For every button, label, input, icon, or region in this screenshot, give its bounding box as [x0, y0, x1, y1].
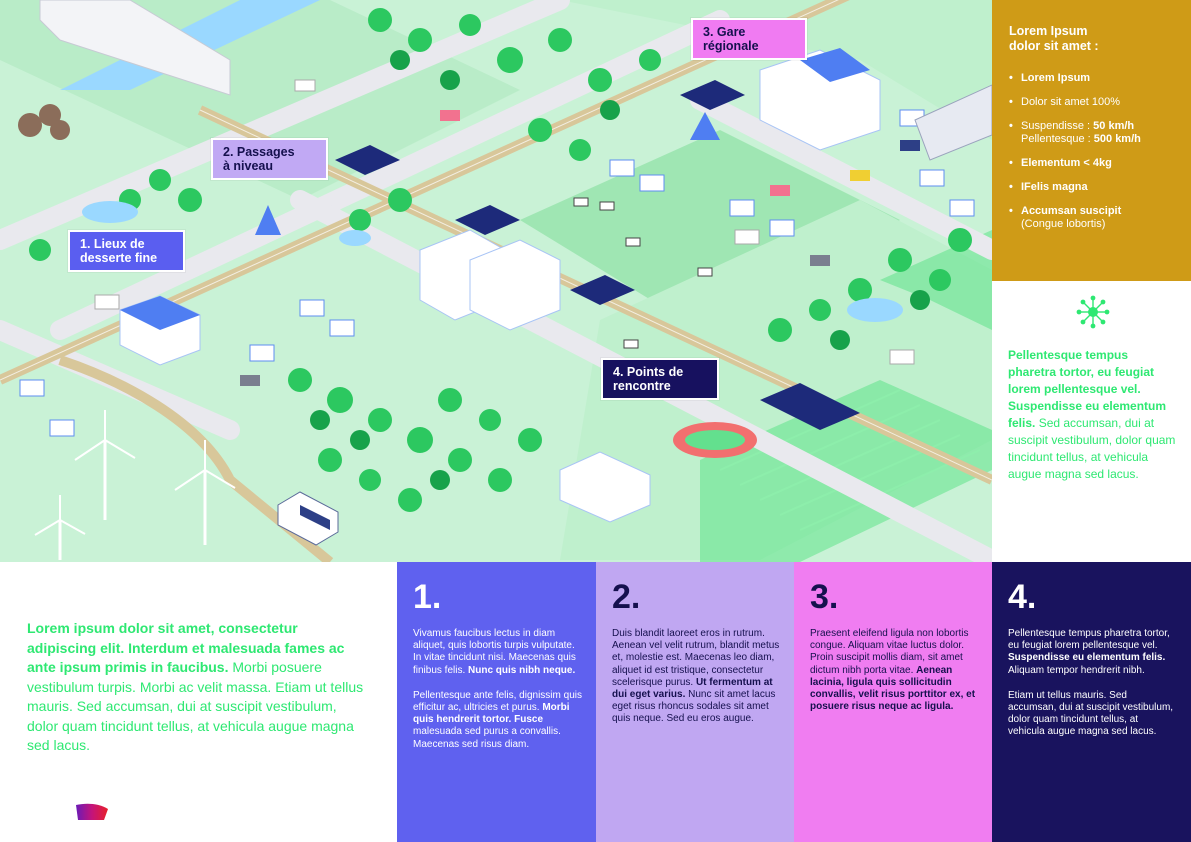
column-paragraph: Pellentesque tempus pharetra tortor, eu …: [1008, 628, 1177, 677]
specs-item-text: Dolor sit amet 100%: [1021, 96, 1121, 108]
column-bold: Morbi quis hendrerit tortor. Fusce: [413, 702, 570, 726]
map-label-line: 2. Passages: [223, 145, 295, 159]
specs-item-bold: Accumsan suscipit: [1021, 205, 1122, 217]
specs-item: Dolor sit amet 100%: [1009, 96, 1175, 109]
column-paragraph: Praesent eleifend ligula non lobortis co…: [810, 628, 978, 713]
column-2: 2. Duis blandit laoreet eros in rutrum. …: [596, 562, 795, 842]
specs-item-bold: IFelis magna: [1021, 181, 1088, 193]
column-text: Pellentesque ante felis, dignissim quis …: [413, 689, 582, 714]
map-label-passages-niveau: 2. Passages à niveau: [211, 138, 328, 180]
highlight-regular: Sed accumsan, dui at suscipit vestibulum…: [1008, 416, 1176, 481]
map-label-line: desserte fine: [80, 251, 158, 265]
column-bold: Suspendisse eu elementum felis.: [1008, 652, 1166, 664]
column-text: Praesent eleifend ligula non lobortis co…: [810, 628, 969, 676]
specs-list: Lorem Ipsum Dolor sit amet 100% Suspendi…: [1009, 72, 1175, 231]
map-label-line: 1. Lieux de: [80, 237, 145, 251]
intro-text: Lorem ipsum dolor sit amet, consectetur …: [27, 619, 367, 756]
specs-item-prefix: Suspendisse :: [1021, 120, 1094, 132]
column-text: malesuada sed purus a convallis. Maecena…: [413, 726, 561, 750]
city-illustration: 1. Lieux de desserte fine 2. Passages à …: [0, 0, 992, 562]
map-label-points-rencontre: 4. Points de rencontre: [601, 358, 719, 400]
intro-regular: Morbi posuere vestibulum turpis. Morbi a…: [27, 659, 364, 753]
specs-item-bold: Lorem Ipsum: [1021, 72, 1091, 84]
specs-item-bold: 500 km/h: [1093, 133, 1141, 145]
specs-item-speed: Pellentesque : 500 km/h: [1021, 133, 1175, 146]
column-paragraph: Etiam ut tellus mauris. Sed accumsan, du…: [1008, 690, 1177, 739]
column-1: 1. Vivamus faucibus lectus in diam aliqu…: [397, 562, 596, 842]
isometric-map-drawing: [0, 0, 992, 562]
intro-bold: Lorem ipsum dolor sit amet, consectetur …: [27, 620, 345, 675]
column-text: Etiam ut tellus mauris. Sed accumsan, du…: [1008, 689, 1174, 738]
column-paragraph: Vivamus faucibus lectus in diam aliquet,…: [413, 628, 582, 677]
map-label-line: 4. Points de: [613, 365, 684, 379]
specs-item: Accumsan suscipit (Congue lobortis): [1009, 205, 1175, 231]
map-label-line: régionale: [703, 39, 759, 53]
column-text: Nunc sit amet lacus eget risus rhoncus s…: [612, 689, 776, 725]
specs-title: Lorem Ipsum dolor sit amet :: [1009, 24, 1175, 54]
map-label-line: rencontre: [613, 379, 671, 393]
column-bold: Aenean lacinia, ligula quis sollicitudin…: [810, 664, 976, 713]
column-text: Duis blandit laoreet eros in rutrum. Aen…: [612, 628, 780, 688]
specs-item-bold: 50 km/h: [1093, 120, 1135, 132]
brand-logo: [76, 803, 108, 820]
highlight-bold: Pellentesque tempus pharetra tortor, eu …: [1008, 348, 1167, 430]
column-4: 4. Pellentesque tempus pharetra tortor, …: [992, 562, 1191, 842]
column-number: 4.: [1008, 578, 1037, 616]
specs-item: Suspendisse : 50 km/h Pellentesque : 500…: [1009, 120, 1175, 146]
column-text: Vivamus faucibus lectus in diam aliquet,…: [413, 628, 576, 676]
specs-panel: Lorem Ipsum dolor sit amet : Lorem Ipsum…: [992, 0, 1191, 281]
specs-item-text: (Congue lobortis): [1021, 218, 1106, 230]
intro-panel: Lorem ipsum dolor sit amet, consectetur …: [0, 562, 397, 842]
column-number: 3.: [810, 578, 839, 616]
map-label-line: 3. Gare: [703, 25, 746, 39]
map-label-line: à niveau: [223, 159, 274, 173]
column-text: Aliquam tempor hendrerit nibh.: [1008, 664, 1145, 676]
specs-title-line: Lorem Ipsum: [1009, 24, 1088, 38]
specs-item-speed: Suspendisse : 50 km/h: [1021, 120, 1175, 133]
map-label-gare-regionale: 3. Gare régionale: [691, 18, 807, 60]
specs-item-prefix: Pellentesque :: [1021, 133, 1094, 145]
network-icon: [1076, 295, 1109, 329]
column-number: 1.: [413, 578, 442, 616]
column-3: 3. Praesent eleifend ligula non lobortis…: [794, 562, 992, 842]
column-paragraph: Duis blandit laoreet eros in rutrum. Aen…: [612, 628, 781, 726]
column-bold: Nunc quis nibh neque.: [468, 664, 576, 676]
specs-title-line: dolor sit amet :: [1009, 39, 1099, 53]
column-bold: Ut fermentum at dui eget varius.: [612, 676, 773, 701]
specs-item-bold: Elementum < 4kg: [1021, 157, 1112, 169]
column-text: Pellentesque tempus pharetra tortor, eu …: [1008, 628, 1170, 652]
map-label-lieux-desserte: 1. Lieux de desserte fine: [68, 230, 185, 272]
column-number: 2.: [612, 578, 641, 616]
column-paragraph: Pellentesque ante felis, dignissim quis …: [413, 690, 582, 751]
highlight-text: Pellentesque tempus pharetra tortor, eu …: [1008, 347, 1177, 483]
specs-item: Lorem Ipsum: [1009, 72, 1175, 85]
specs-item: IFelis magna: [1009, 181, 1175, 194]
specs-item: Elementum < 4kg: [1009, 157, 1175, 170]
highlight-panel: Pellentesque tempus pharetra tortor, eu …: [992, 281, 1191, 562]
